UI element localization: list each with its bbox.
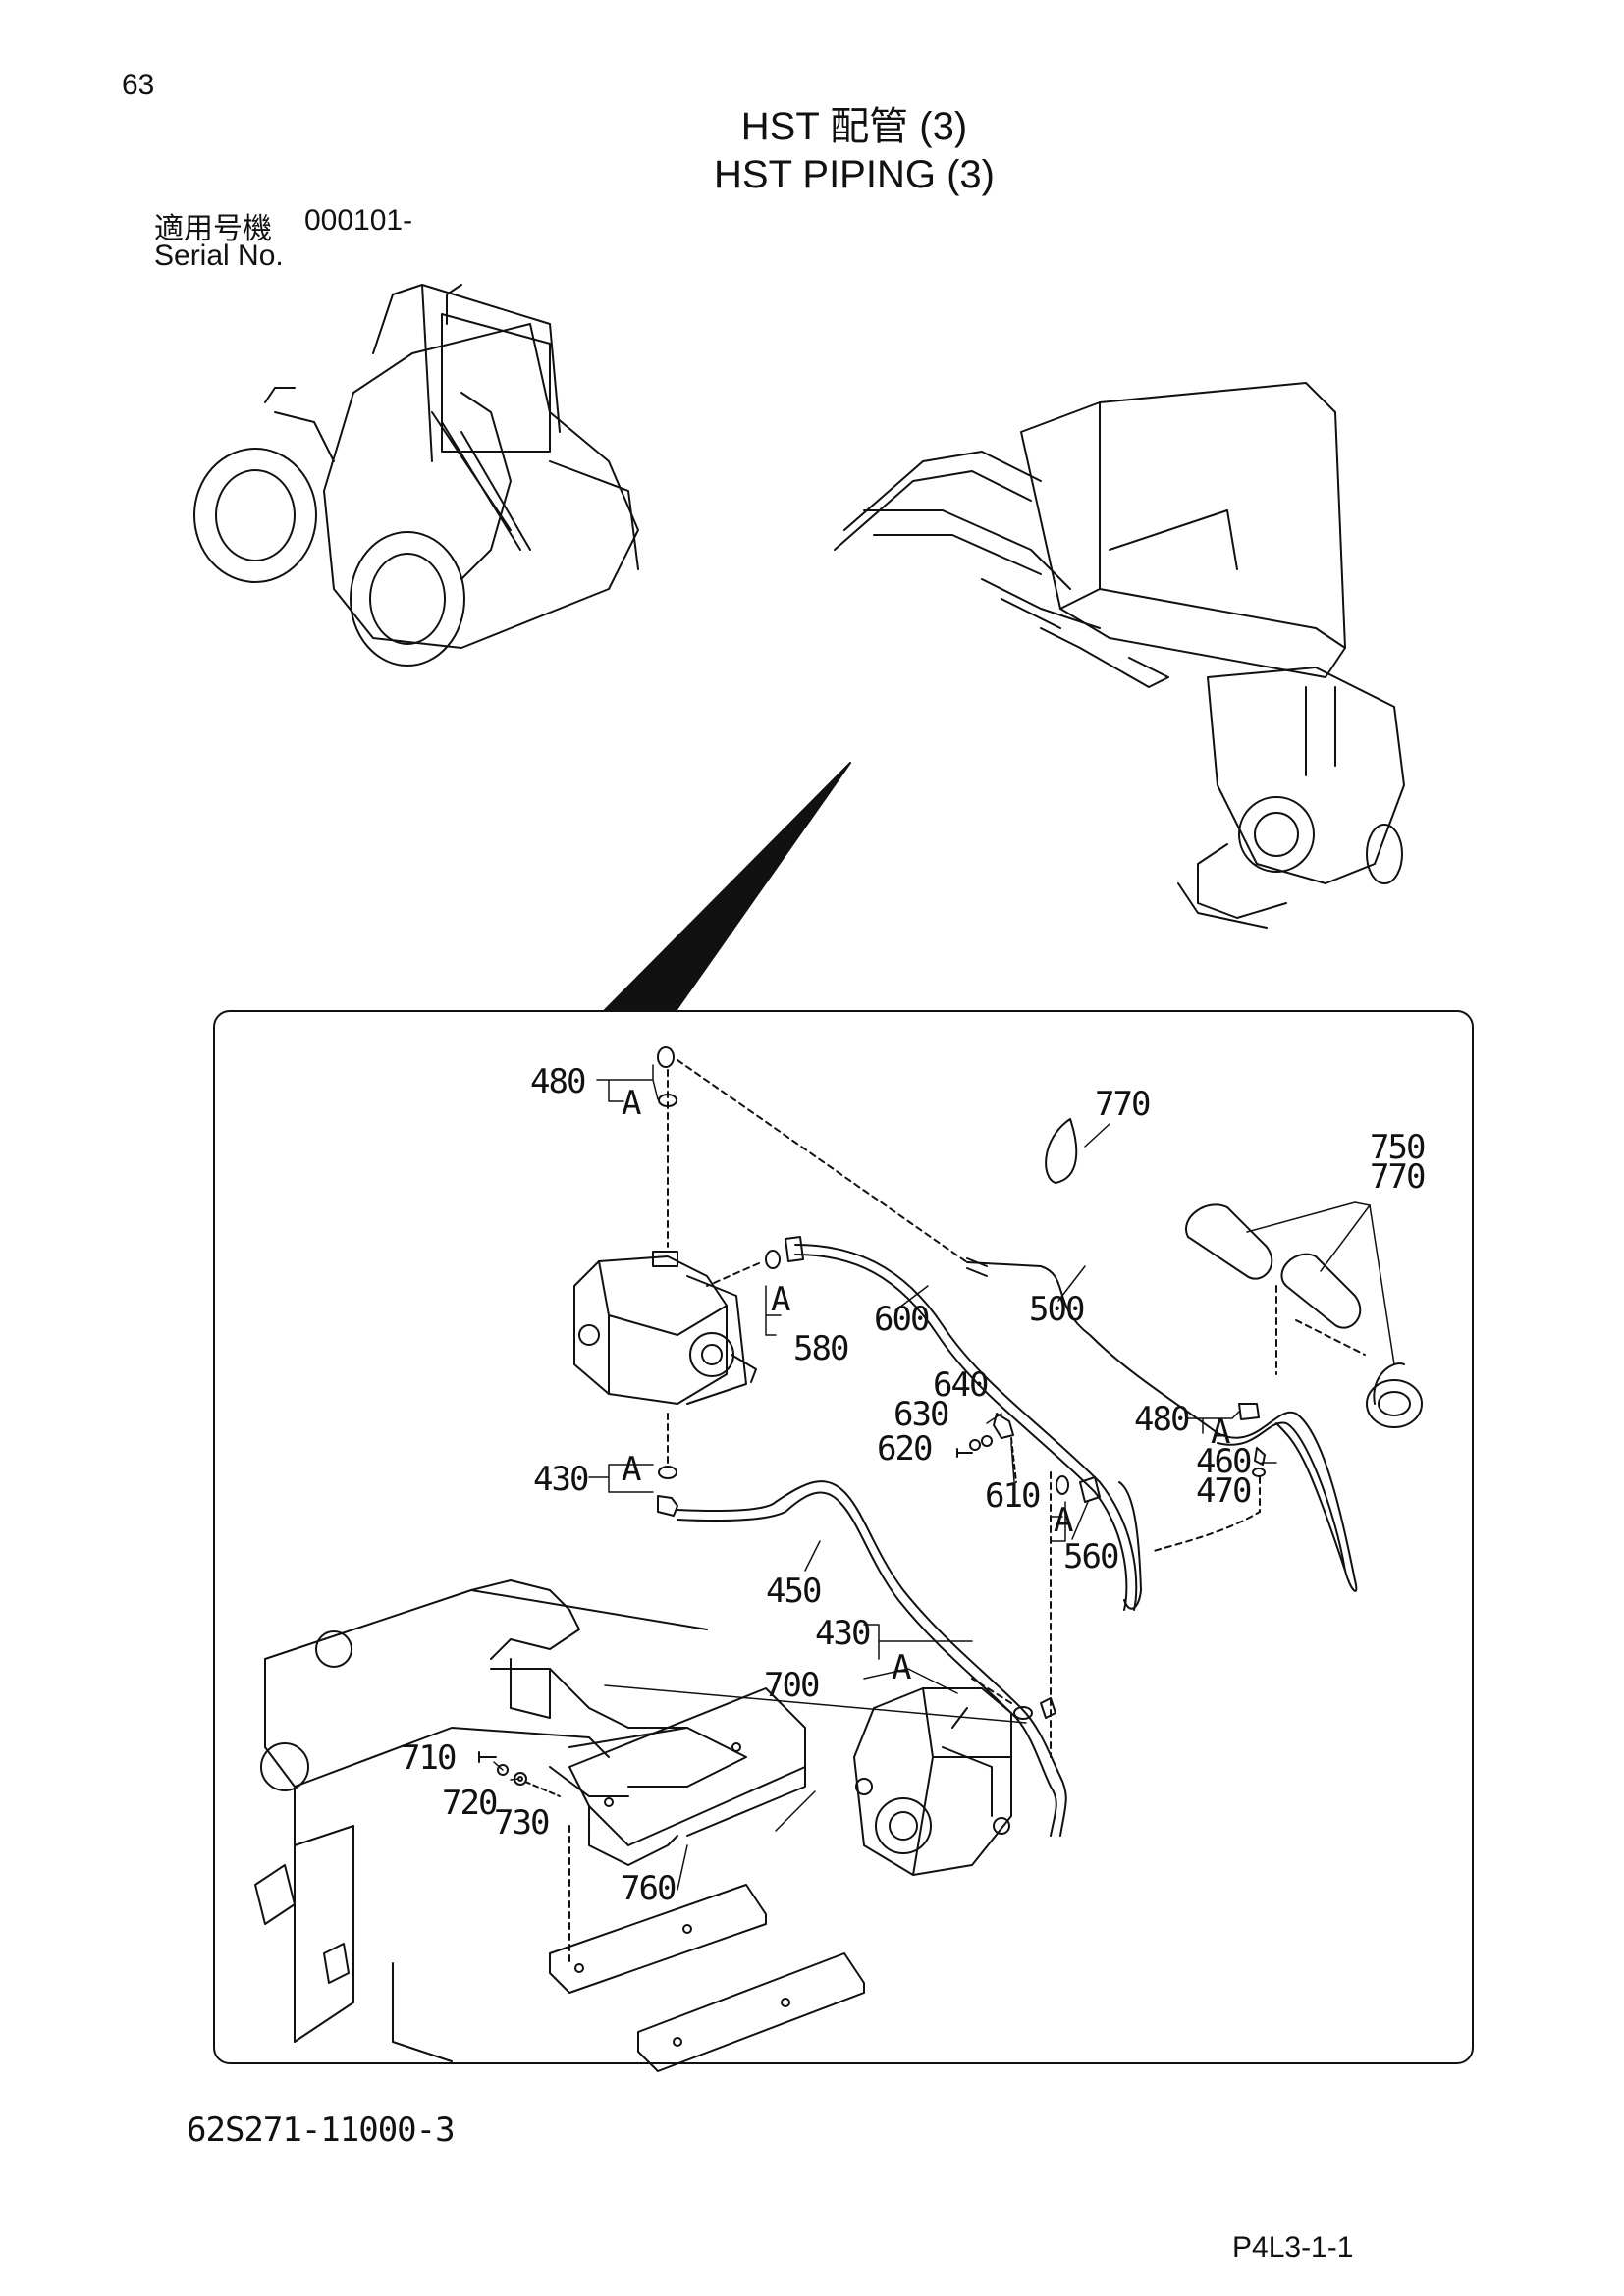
serial-label-jp: 適用号機 — [154, 213, 272, 245]
serial-label: Serial No. — [154, 240, 284, 272]
callout-450: 450 — [766, 1572, 821, 1611]
callout-560: 560 — [1063, 1537, 1118, 1576]
callout-480: 480 — [1134, 1400, 1189, 1439]
callout-580: 580 — [793, 1329, 848, 1368]
callout-500: 500 — [1029, 1290, 1084, 1329]
machine-overview-drawing — [193, 284, 639, 667]
hydraulic-pump-drawing — [853, 1687, 1012, 1876]
page-code: P4L3-1-1 — [1232, 2231, 1354, 2264]
callout-460: 460 — [1196, 1442, 1251, 1481]
tank-assembly-drawing — [834, 382, 1405, 929]
callout-710: 710 — [401, 1738, 456, 1778]
callout-group-a: A — [1211, 1413, 1230, 1452]
callout-group-a: A — [892, 1648, 911, 1687]
callout-640: 640 — [933, 1365, 988, 1405]
hydraulic-motor-drawing — [573, 1251, 757, 1405]
callout-480: 480 — [530, 1062, 585, 1101]
callout-750: 750 — [1370, 1128, 1425, 1167]
callout-430: 430 — [815, 1614, 870, 1653]
page-title: HST PIPING (3) — [714, 153, 995, 196]
callout-group-a: A — [771, 1280, 790, 1319]
chassis-frame-drawing — [254, 1579, 747, 2062]
callout-620: 620 — [877, 1429, 932, 1468]
callout-430: 430 — [533, 1460, 588, 1499]
hose-clamp-drawing — [1185, 1203, 1423, 1428]
callout-group-a: A — [1054, 1501, 1073, 1540]
cover-plate-drawing — [568, 1687, 806, 1866]
callout-720: 720 — [442, 1784, 497, 1823]
callout-770: 770 — [1370, 1157, 1425, 1197]
callout-group-a: A — [622, 1450, 641, 1489]
page-title-jp: HST 配管 (3) — [740, 105, 968, 148]
callout-600: 600 — [874, 1300, 929, 1339]
serial-value: 000101- — [304, 204, 413, 237]
callout-760: 760 — [621, 1869, 676, 1908]
detail-pointer — [603, 762, 851, 1012]
callout-630: 630 — [893, 1395, 948, 1434]
callout-group-a: A — [622, 1084, 641, 1123]
document-code: 62S271-11000-3 — [187, 2110, 456, 2150]
page-number: 63 — [122, 69, 155, 101]
callout-700: 700 — [764, 1666, 819, 1705]
detail-frame — [213, 1010, 1474, 2064]
callout-730: 730 — [494, 1803, 549, 1842]
callout-770: 770 — [1095, 1085, 1150, 1124]
callout-610: 610 — [985, 1476, 1040, 1516]
callout-470: 470 — [1196, 1471, 1251, 1511]
